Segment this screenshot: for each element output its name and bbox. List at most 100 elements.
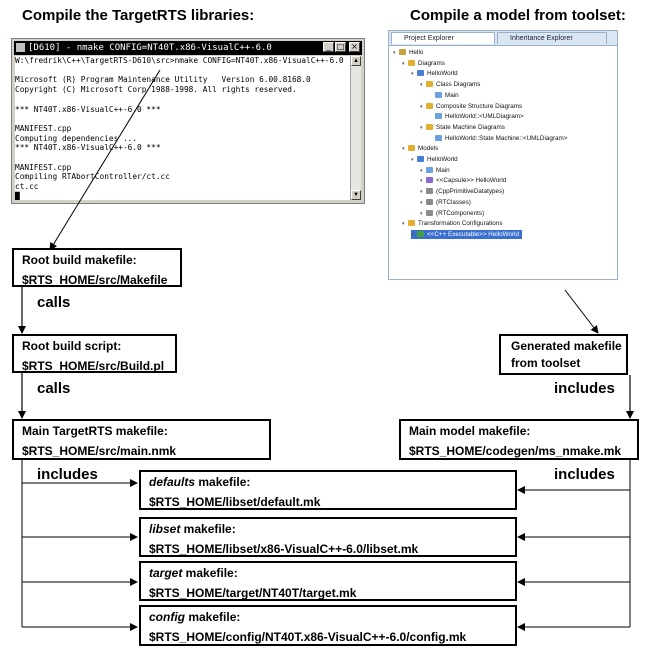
expand-arrow-icon[interactable]: ▾	[420, 124, 423, 131]
tree-item[interactable]: ▾Composite Structure Diagrams	[420, 102, 522, 111]
tree-item-label: Main	[436, 166, 450, 174]
root-build-script-box: Root build script: $RTS_HOME/src/Build.p…	[12, 334, 177, 373]
scroll-up-icon[interactable]: ▲	[351, 56, 361, 66]
config-makefile-box: config makefile: $RTS_HOME/config/NT40T.…	[139, 605, 517, 646]
tree-item-label: Hello	[409, 49, 424, 56]
terminal-line: MANIFEST.cpp	[15, 162, 72, 172]
tree-item-label: State Machine Diagrams	[436, 123, 505, 131]
tab-project-explorer[interactable]: Project Explorer	[391, 32, 495, 44]
expand-arrow-icon[interactable]: ▾	[411, 231, 414, 238]
tree-item[interactable]: ▾ HelloWorld	[411, 69, 458, 78]
tree-node-icon	[408, 59, 415, 66]
tree-item-label: Transformation Configurations	[418, 220, 503, 228]
expand-arrow-icon[interactable]: ▾	[420, 199, 423, 206]
scroll-down-icon[interactable]: ▼	[351, 190, 361, 200]
expand-arrow-icon[interactable]: ▾	[402, 146, 405, 153]
terminal-scrollbar[interactable]: ▲ ▼	[350, 56, 361, 200]
tree-item[interactable]: ▾ Diagrams	[402, 59, 445, 68]
tree-item[interactable]: ▾ Hello	[393, 48, 423, 57]
explorer-tab-bar: Project Explorer Inheritance Explorer	[389, 31, 617, 46]
terminal-line: MANIFEST.cpp	[15, 123, 72, 133]
tree-item-label: Models	[418, 145, 439, 153]
terminal-line: Computing dependencies ...	[15, 133, 138, 143]
terminal-output[interactable]: W:\fredrik\C++\TargetRTS-D610\src>nmake …	[15, 56, 350, 200]
tree-item[interactable]: ▾ State Machine Diagrams	[420, 123, 505, 132]
tree-item[interactable]: ▾ (RTClasses)	[420, 198, 471, 207]
tree-item[interactable]: ▾ Transformation Configurations	[402, 219, 502, 228]
tree-item-label: Main	[445, 91, 459, 99]
terminal-title: [D610] - nmake CONFIG=NT40T.x86-VisualC+…	[28, 43, 272, 53]
tree-item-label: HelloWorld	[427, 70, 458, 78]
tree-item[interactable]: ▾(CppPrimitiveDatatypes)	[420, 187, 504, 196]
right-heading: Compile a model from toolset:	[410, 7, 626, 24]
generated-makefile-box: Generated makefile from toolset	[499, 334, 628, 375]
tree-item[interactable]: ▾ <<C++ Executable>> HelloWorld	[411, 229, 522, 239]
expand-arrow-icon[interactable]: ▾	[420, 167, 423, 174]
tree-item-label: <<Capsule>> HelloWorld	[436, 177, 507, 185]
expand-arrow-icon[interactable]: ▾	[420, 103, 423, 110]
tree-item-label: (RTClasses)	[436, 198, 471, 206]
tree-item-label: HelloWorld::State Machine::<UMLDiagram>	[445, 134, 568, 142]
pointer-line-terminal	[49, 69, 161, 251]
terminal-line: ct.cc	[15, 182, 39, 192]
includes-label-right-1: includes	[554, 380, 615, 397]
tree-node-icon	[426, 209, 433, 216]
expand-arrow-icon[interactable]: ▾	[411, 71, 414, 78]
terminal-line: *** NT40T.x86-VisualC++-6.0 ***	[15, 104, 161, 114]
maximize-button[interactable]: □	[335, 42, 346, 52]
tree-node-icon	[426, 123, 433, 130]
expand-arrow-icon[interactable]: ▾	[411, 157, 414, 163]
tree-item-label: Diagrams	[418, 59, 445, 67]
libset-makefile-box: libset makefile: $RTS_HOME/libset/x86-Vi…	[139, 517, 517, 557]
tree-item[interactable]: ▾ Main	[420, 166, 450, 175]
tree-node-icon	[426, 81, 433, 88]
minimize-button[interactable]: _	[323, 42, 334, 52]
terminal-title-bar: [D610] - nmake CONFIG=NT40T.x86-VisualC+…	[14, 41, 362, 55]
tree-item[interactable]: HelloWorld::<UMLDiagram>	[429, 112, 524, 121]
tree-item-label: <<C++ Executable>> HelloWorld	[427, 230, 519, 238]
tree-item-label: HelloWorld::<UMLDiagram>	[445, 113, 524, 121]
expand-arrow-icon[interactable]: ▾	[420, 178, 423, 185]
tree-node-icon	[435, 113, 442, 120]
tree-node-icon	[435, 91, 442, 98]
left-heading: Compile the TargetRTS libraries:	[22, 7, 255, 24]
main-model-makefile-box: Main model makefile: $RTS_HOME/codegen/m…	[399, 419, 639, 460]
expand-arrow-icon[interactable]: ▾	[420, 82, 423, 89]
tree-node-icon	[426, 198, 433, 205]
tree-item[interactable]: ▾ Class Diagrams	[420, 80, 480, 89]
tree-node-icon	[417, 230, 424, 237]
tree-item-label: Class Diagrams	[436, 81, 481, 89]
calls-label-1: calls	[37, 294, 71, 311]
tree-item[interactable]: ▾HelloWorld	[411, 155, 458, 164]
pointer-line-explorer	[564, 289, 599, 334]
tree-item[interactable]: ▾ (RTComponents)	[420, 209, 484, 218]
close-button[interactable]: ×	[349, 42, 360, 52]
tree-node-icon	[408, 145, 415, 152]
main-targetrts-makefile-box: Main TargetRTS makefile: $RTS_HOME/src/m…	[12, 419, 271, 460]
tree-item[interactable]: ▾ Models	[402, 144, 438, 153]
expand-arrow-icon[interactable]: ▾	[402, 221, 405, 228]
terminal-app-icon	[16, 43, 25, 52]
expand-arrow-icon[interactable]: ▾	[420, 210, 423, 217]
calls-label-2: calls	[37, 380, 71, 397]
expand-arrow-icon[interactable]: ▾	[420, 189, 423, 196]
tree-item[interactable]: ▾ <<Capsule>> HelloWorld	[420, 176, 506, 185]
expand-arrow-icon[interactable]: ▾	[402, 60, 405, 67]
defaults-makefile-box: defaults makefile: $RTS_HOME/libset/defa…	[139, 470, 517, 510]
tab-inheritance-explorer[interactable]: Inheritance Explorer	[497, 32, 607, 44]
root-build-makefile-box: Root build makefile: $RTS_HOME/src/Makef…	[12, 248, 182, 287]
tree-item[interactable]: Main	[429, 91, 459, 100]
includes-label-left: includes	[37, 466, 98, 483]
tree-node-icon	[426, 188, 433, 195]
tree-node-icon	[426, 166, 433, 173]
terminal-line: *** NT40T.x86-VisualC++-6.0 ***	[15, 143, 161, 153]
tree-node-icon	[399, 49, 406, 55]
tree-item-label: (RTComponents)	[436, 209, 485, 217]
terminal-line: Copyright (C) Microsoft Corp 1988-1998. …	[15, 85, 297, 95]
terminal-line: W:\fredrik\C++\TargetRTS-D610\src>nmake …	[15, 56, 344, 65]
expand-arrow-icon[interactable]: ▾	[393, 50, 396, 56]
tree-node-icon	[417, 70, 424, 77]
terminal-window: [D610] - nmake CONFIG=NT40T.x86-VisualC+…	[11, 38, 365, 204]
tree-item[interactable]: HelloWorld::State Machine::<UMLDiagram>	[429, 134, 567, 143]
